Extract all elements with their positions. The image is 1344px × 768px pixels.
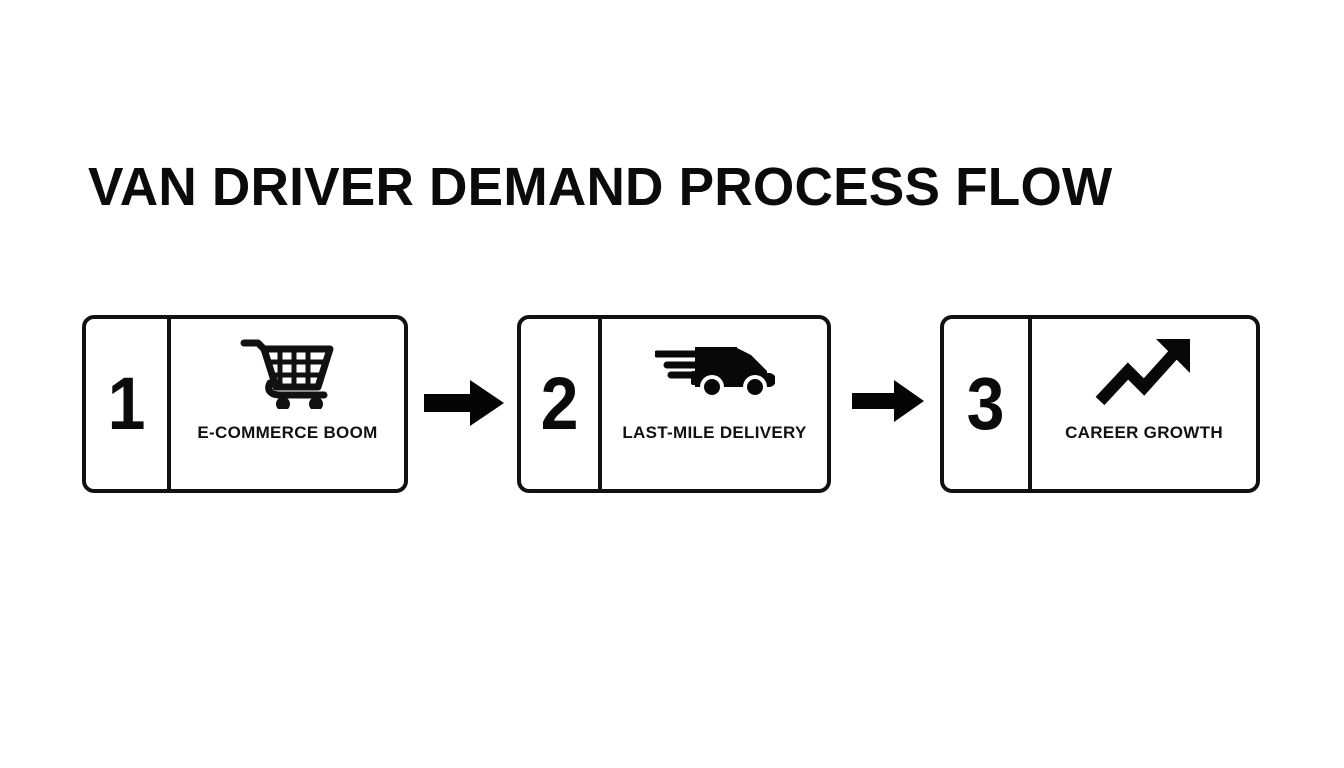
arrow-right-icon — [852, 378, 924, 424]
step-content-3: CAREER GROWTH — [1032, 319, 1256, 489]
shopping-cart-icon — [240, 335, 336, 409]
step-number-cell-1: 1 — [86, 319, 171, 489]
step-number-cell-3: 3 — [944, 319, 1032, 489]
step-label-1: E-COMMERCE BOOM — [197, 423, 378, 442]
step-number-cell-2: 2 — [521, 319, 602, 489]
step-number-3: 3 — [967, 362, 1005, 445]
page-title: VAN DRIVER DEMAND PROCESS FLOW — [88, 157, 1113, 217]
step-content-2: LAST-MILE DELIVERY — [602, 319, 827, 489]
step-label-3: CAREER GROWTH — [1065, 423, 1223, 442]
process-step-3[interactable]: 3 CAREER GROWTH — [940, 315, 1260, 493]
step-label-2: LAST-MILE DELIVERY — [622, 423, 807, 442]
step-content-1: E-COMMERCE BOOM — [171, 319, 404, 489]
step-number-2: 2 — [540, 362, 579, 445]
step-number-1: 1 — [107, 362, 146, 445]
process-step-1[interactable]: 1 — [82, 315, 408, 493]
delivery-van-icon — [654, 335, 775, 409]
arrow-right-icon — [424, 378, 504, 428]
process-step-2[interactable]: 2 — [517, 315, 831, 493]
growth-arrow-icon — [1094, 335, 1194, 409]
